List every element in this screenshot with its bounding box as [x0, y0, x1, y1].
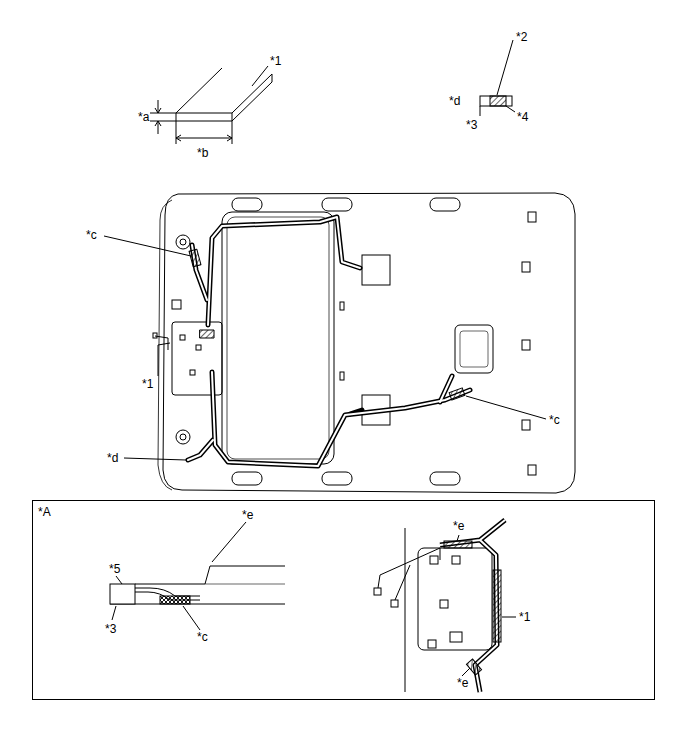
callout-number: *1 — [141, 377, 154, 391]
tape-sketch — [150, 66, 272, 144]
callout-number: *e — [452, 519, 465, 533]
callout-number: *c — [196, 630, 209, 644]
callout-number: *c — [548, 413, 561, 427]
wire-harness — [188, 217, 470, 466]
callout-number: *3 — [465, 118, 478, 132]
leader-lines — [104, 236, 546, 460]
callout-number: *c — [85, 228, 98, 242]
callout-number: *a — [137, 110, 150, 124]
inset-dome-area — [374, 520, 516, 692]
callout-number: *3 — [104, 622, 117, 636]
section-sketch — [480, 40, 515, 116]
view-label: *A — [37, 505, 52, 519]
callout-number: *5 — [108, 562, 121, 576]
callout-number: *1 — [518, 610, 531, 624]
callout-number: *d — [448, 94, 461, 108]
inset-section — [110, 522, 285, 630]
callout-number: *1 — [269, 54, 282, 68]
callout-number: *e — [241, 508, 254, 522]
headliner — [153, 193, 575, 493]
callout-number: *e — [456, 676, 469, 690]
callout-number: *2 — [515, 30, 528, 44]
detail-panel: *A — [32, 500, 655, 700]
callout-number: *b — [196, 146, 209, 160]
callout-number: *d — [106, 451, 119, 465]
callout-number: *4 — [516, 110, 529, 124]
